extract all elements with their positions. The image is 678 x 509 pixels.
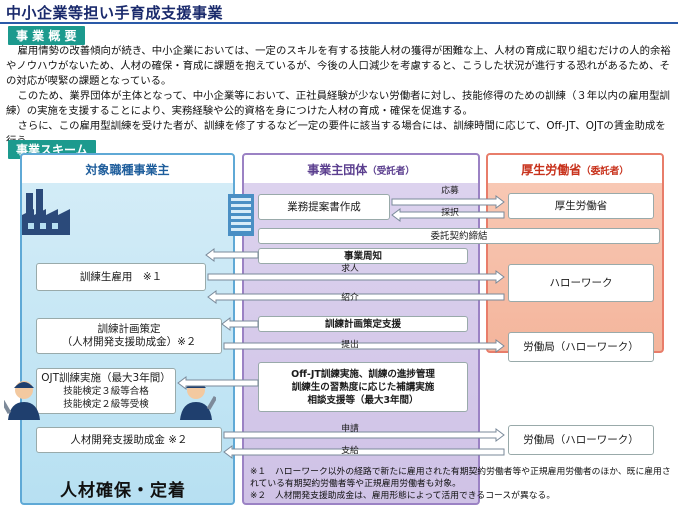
trainee-hire-box: 訓練生雇用 ※１ bbox=[36, 263, 206, 291]
referral-arrow bbox=[207, 290, 505, 304]
plan-support-arrow bbox=[221, 317, 259, 331]
plan-support-box: 訓練計画策定支援 bbox=[258, 316, 468, 332]
offjt-box: Off-JT訓練実施、訓練の進捗管理 訓練生の習熟度に応じた補講実施 相談支援等… bbox=[258, 362, 468, 412]
training-plan-line2: （人材開発支援助成金）※２ bbox=[61, 336, 197, 348]
contract-box: 委託契約締結 bbox=[258, 228, 660, 244]
adopt-arrow bbox=[391, 208, 505, 222]
submit-label: 提出 bbox=[341, 340, 359, 350]
employer-header: 対象職種事業主 bbox=[85, 163, 170, 177]
training-plan-line1: 訓練計画策定 bbox=[97, 323, 161, 335]
subsidy-box: 人材開発支援助成金 ※２ bbox=[36, 427, 222, 453]
labor-bureau-text-1: 労働局（ハローワーク） bbox=[523, 340, 639, 353]
offjt-line3: 相談支援等（最大3年間） bbox=[307, 394, 419, 406]
apply-arrow bbox=[391, 195, 505, 209]
labor-bureau-box-1: 労働局（ハローワーク） bbox=[508, 332, 654, 362]
offjt-arrow bbox=[177, 376, 259, 390]
page-title: 中小企業等担い手育成支援事業 bbox=[6, 4, 224, 22]
mhlw-column: 厚生労働省（委託者） bbox=[486, 153, 664, 353]
submit-arrow bbox=[223, 339, 505, 353]
notice-text: 事業周知 bbox=[343, 250, 382, 262]
mhlw-header-title: 厚生労働省 bbox=[521, 163, 582, 177]
job-offer-arrow bbox=[207, 270, 505, 284]
footnote-1: ※１ ハローワーク以外の経路で新たに雇用された有期契約労働者等や正規雇用労働者の… bbox=[250, 467, 671, 489]
mhlw-header-sub: （委託者） bbox=[581, 166, 629, 177]
association-header-sub: （受託者） bbox=[367, 166, 415, 177]
payment-label: 支給 bbox=[341, 446, 359, 456]
association-header-title: 事業主団体 bbox=[307, 163, 368, 177]
job-offer-label: 求人 bbox=[341, 264, 359, 274]
subsidy-text: 人材開発支援助成金 ※２ bbox=[70, 433, 188, 446]
plan-support-text: 訓練計画策定支援 bbox=[324, 318, 401, 330]
overview-paragraph-2: このため、業界団体が主体となって、中小企業等において、正社員経験が少ない労働者に… bbox=[6, 90, 670, 117]
outcome-text: 人材確保・定着 bbox=[60, 481, 186, 501]
training-plan-box: 訓練計画策定 （人材開発支援助成金）※２ bbox=[36, 318, 222, 354]
proposal-text: 業務提案書作成 bbox=[287, 200, 361, 213]
labor-bureau-box-2: 労働局（ハローワーク） bbox=[508, 425, 654, 455]
offjt-line1: Off-JT訓練実施、訓練の進捗管理 bbox=[291, 368, 435, 380]
ojt-training-line1: OJT訓練実施（最大3年間） bbox=[41, 371, 171, 384]
mhlw-text: 厚生労働省 bbox=[554, 199, 608, 212]
hellowork-box: ハローワーク bbox=[508, 264, 654, 302]
labor-bureau-text-2: 労働局（ハローワーク） bbox=[523, 433, 639, 446]
application-arrow bbox=[223, 428, 505, 442]
footnotes: ※１ ハローワーク以外の経路で新たに雇用された有期契約労働者等や正規雇用労働者の… bbox=[250, 466, 674, 502]
worker-icon bbox=[4, 381, 40, 420]
application-label: 申請 bbox=[341, 424, 359, 434]
contract-text: 委託契約締結 bbox=[430, 230, 488, 242]
referral-label: 紹介 bbox=[341, 293, 359, 303]
adopt-label: 採択 bbox=[441, 208, 459, 218]
mhlw-header: 厚生労働省（委託者） bbox=[488, 155, 662, 178]
hellowork-text: ハローワーク bbox=[549, 276, 613, 289]
ojt-training-line2: 技能検定３級等合格 bbox=[63, 385, 149, 397]
notice-arrow bbox=[205, 248, 259, 262]
mhlw-box: 厚生労働省 bbox=[508, 193, 654, 219]
offjt-line2: 訓練生の習熟度に応じた補講実施 bbox=[291, 381, 435, 393]
building-icon bbox=[228, 194, 254, 236]
proposal-box: 業務提案書作成 bbox=[258, 194, 390, 220]
apply-label: 応募 bbox=[441, 186, 459, 196]
footnote-2: ※２ 人材開発支援助成金は、雇用形態によって活用できるコースが異なる。 bbox=[250, 491, 556, 501]
factory-icon bbox=[22, 189, 70, 235]
association-header: 事業主団体（受託者） bbox=[244, 155, 478, 178]
trainee-hire-text: 訓練生雇用 ※１ bbox=[79, 270, 163, 283]
ojt-training-line3: 技能検定２級等受検 bbox=[63, 398, 149, 410]
title-divider bbox=[0, 22, 678, 24]
overview-label: 事 業 概 要 bbox=[8, 26, 85, 45]
overview-text: 雇用情勢の改善傾向が続き、中小企業においては、一定のスキルを有する技能人材の獲得… bbox=[6, 44, 674, 149]
ojt-training-box: OJT訓練実施（最大3年間） 技能検定３級等合格 技能検定２級等受検 bbox=[36, 368, 176, 414]
overview-paragraph-1: 雇用情勢の改善傾向が続き、中小企業においては、一定のスキルを有する技能人材の獲得… bbox=[6, 45, 671, 87]
payment-arrow bbox=[223, 445, 505, 459]
